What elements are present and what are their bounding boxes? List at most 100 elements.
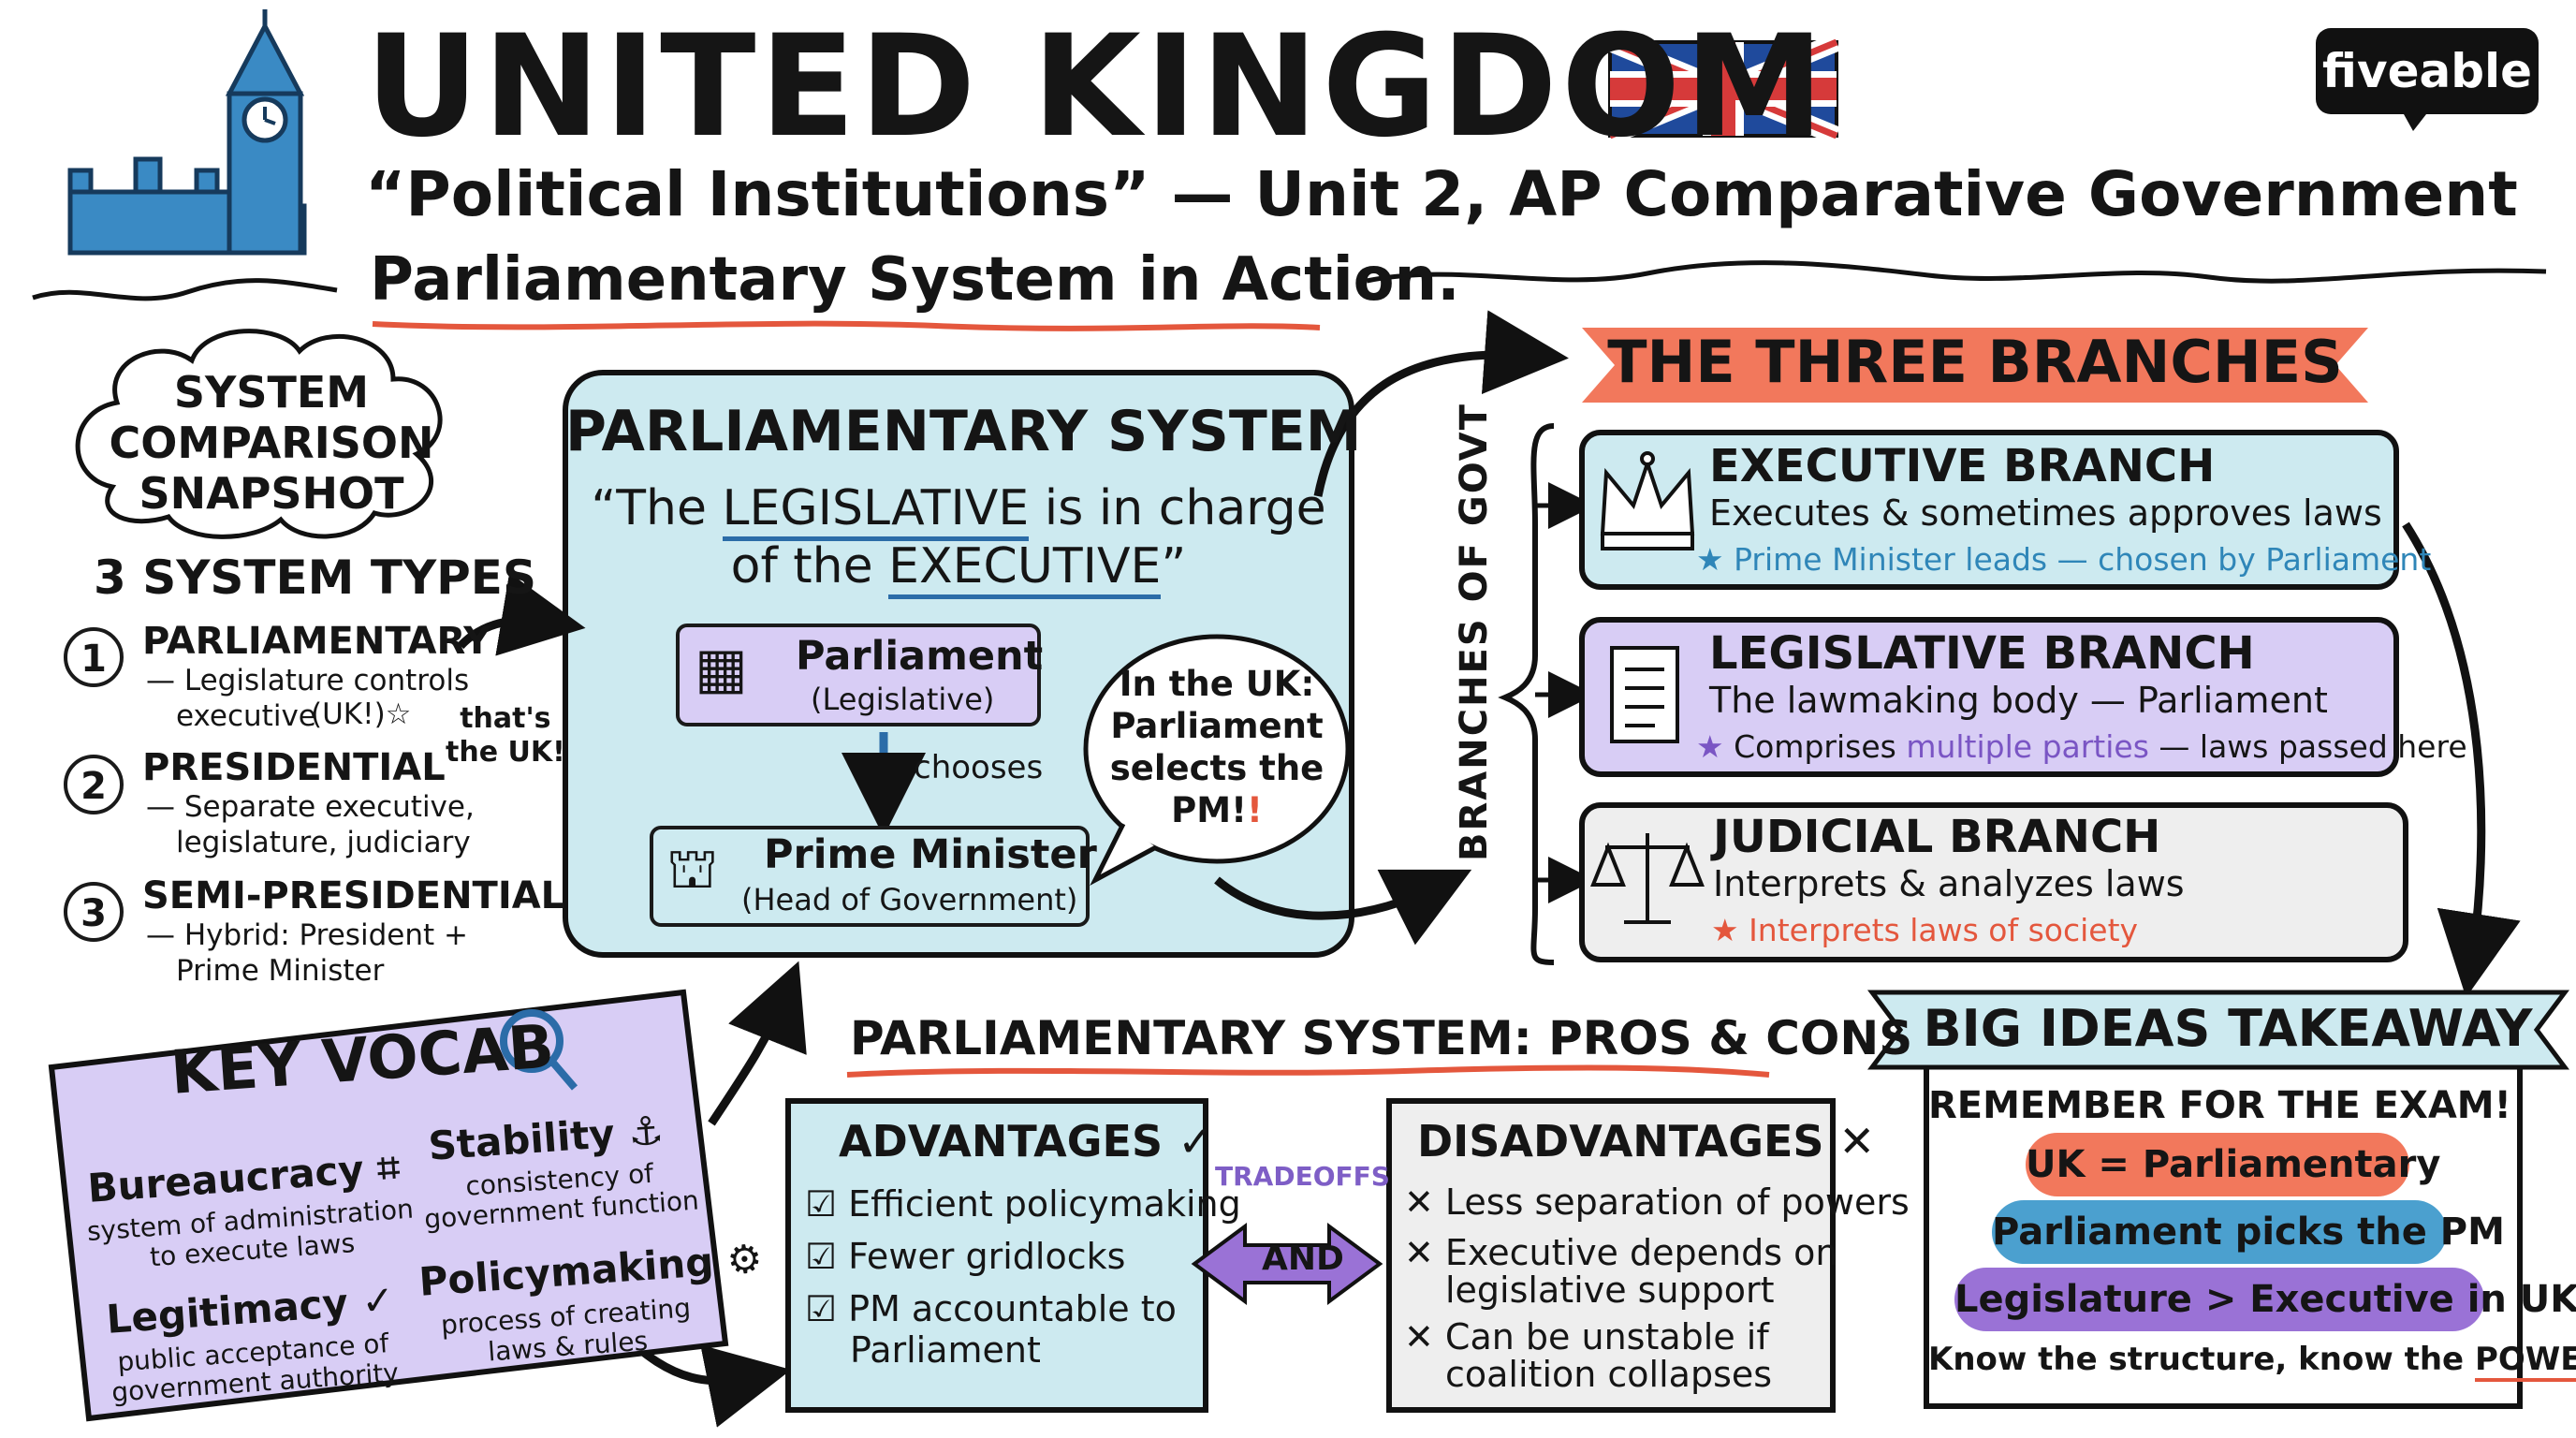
tradeoff-double-arrow [1191,1223,1383,1305]
pm-label: Prime Minister [764,831,1097,878]
checkbox-icon: ☑ [805,1288,849,1329]
disadvantage-item-cont: coalition collapses [1445,1354,1773,1395]
disadvantage-text: Can be unstable if [1444,1316,1769,1357]
legislative-card-bg [1579,617,2399,777]
type-name: PARLIAMENTARY [142,620,491,663]
exclamation-mark: ! [1246,790,1263,830]
uk-speech-bubble-text: In the UK: Parliament selects the PM!! [1095,663,1339,831]
cloud-line: SNAPSHOT [139,468,404,519]
header-wave [32,278,338,301]
judicial-card-bg [1579,802,2408,962]
scroll-icon [1610,646,1679,743]
branches-side-label: BRANCHES OF GOVT [1453,403,1496,861]
legislative-title: LEGISLATIVE BRANCH [1709,627,2255,680]
takeaway-remember: REMEMBER FOR THE EXAM! [1928,1084,2511,1127]
executive-desc: Executes & sometimes approves laws [1709,492,2382,534]
legislative-note-part: — laws passed here [2148,728,2467,765]
advantages-card-bg [785,1098,1208,1413]
disadvantages-heading: DISADVANTAGES ✕ [1417,1116,1875,1167]
type-desc: — Separate executive, [146,790,475,824]
checkbox-icon: ☑ [805,1183,849,1225]
uk-flag-icon [1606,33,1840,145]
scales-icon [1590,833,1705,924]
takeaway-ribbon [1867,990,2569,1070]
disadvantage-item-cont: legislative support [1445,1269,1775,1311]
disadvantage-item: ✕ Less separation of powers [1404,1181,1910,1223]
tradeoffs-label: TRADEOFFS [1215,1161,1390,1192]
type-number-badge: 2 [64,755,124,814]
type-desc: — Hybrid: President + [146,918,468,952]
advantages-heading-text: ADVANTAGES [839,1116,1164,1167]
system-types-heading: 3 SYSTEM TYPES [94,550,536,605]
judicial-note-text: Interprets laws of society [1749,912,2139,948]
parliament-gate-icon: ▦ [695,636,748,701]
type-number-badge: 3 [64,882,124,942]
header-wave-right [1366,260,2547,284]
bubble-line: Parliament [1110,706,1324,746]
disadvantages-heading-text: DISADVANTAGES [1417,1116,1824,1167]
x-icon: ✕ [1404,1316,1445,1357]
takeaway-closing: Know the structure, know the POWER.⚡ [1928,1341,2576,1382]
magnifier-icon [500,1009,578,1091]
bubble-line: PM! [1171,790,1247,830]
quote-part: is in charge [1029,480,1326,536]
page-tagline: Parliamentary System in Action. [370,245,1460,315]
snapshot-cloud-text: SYSTEM COMPARISON SNAPSHOT [75,367,468,519]
big-ben-icon [67,9,307,256]
type-name: PRESIDENTIAL [142,746,446,789]
advantage-item: ☑ Fewer gridlocks [805,1236,1125,1277]
judicial-desc: Interprets & analyzes laws [1713,863,2185,904]
executive-note-text: Prime Minister leads — chosen by Parliam… [1734,541,2432,578]
star-icon: ★ [1696,728,1734,765]
advantage-item: ☑ PM accountable to [805,1288,1177,1329]
legislative-note: ★ Comprises multiple parties — laws pass… [1696,728,2467,765]
type-desc: Prime Minister [176,954,385,988]
advantage-text: PM accountable to [848,1288,1177,1329]
closing-text: Know the structure, know the [1928,1341,2475,1378]
chooses-label: chooses [914,749,1044,786]
parliament-box [676,624,1041,726]
checkmark-icon: ✓ [1178,1116,1214,1167]
parliament-sub: (Legislative) [811,682,995,717]
quote-part: “The [591,480,723,536]
disadvantages-card-bg [1386,1098,1836,1413]
cloud-shape [75,329,443,539]
bubble-line: selects the [1109,748,1325,788]
cloud-line: SYSTEM [173,367,370,418]
star-icon: ★ [1711,912,1749,948]
x-icon: ✕ [1404,1181,1445,1223]
type-desc: — Legislature controls [146,664,470,697]
page-subtitle: “Political Institutions” — Unit 2, AP Co… [365,158,2518,230]
quote-part: of the [730,538,889,594]
type-desc: legislature, judiciary [176,826,471,859]
judicial-note: ★ Interprets laws of society [1711,912,2138,948]
takeaway-pill: Legislature > Executive in UK [1954,1268,2576,1331]
branches-banner [1582,328,2368,403]
vocab-card-bg [48,989,729,1422]
uk-note: that's the UK! [446,702,565,770]
speech-bubble [1083,634,1351,864]
pm-sub: (Head of Government) [741,882,1078,917]
uk-tag-text: UK! [322,697,374,731]
takeaway-pill: Parliament picks the PM [1992,1200,2505,1264]
disadvantage-item: ✕ Executive depends on [1404,1232,1837,1273]
and-label: AND [1262,1240,1344,1278]
judicial-title: JUDICIAL BRANCH [1713,811,2161,863]
gear-icon: ⚙ [724,1235,764,1284]
takeaway-pill: UK = Parliamentary [2026,1133,2440,1196]
disadvantage-item: ✕ Can be unstable if [1404,1316,1769,1357]
legislative-desc: The lawmaking body — Parliament [1709,680,2328,721]
podium-icon: ⛫ [666,836,719,902]
quote-part: ” [1161,538,1187,594]
parliament-label: Parliament [796,633,1044,680]
disadvantage-text: Executive depends on [1444,1232,1838,1273]
fiveable-logo[interactable]: fiveable [2316,28,2539,114]
check-circle-icon: ✓ [359,1276,397,1325]
closing-power: POWER. [2474,1341,2576,1382]
uk-tag: (UK!)☆ [311,697,412,731]
advantage-text: Fewer gridlocks [848,1236,1126,1277]
type-desc: executive [176,699,316,733]
cloud-line: COMPARISON [109,418,434,468]
note-line: the UK! [446,736,565,769]
